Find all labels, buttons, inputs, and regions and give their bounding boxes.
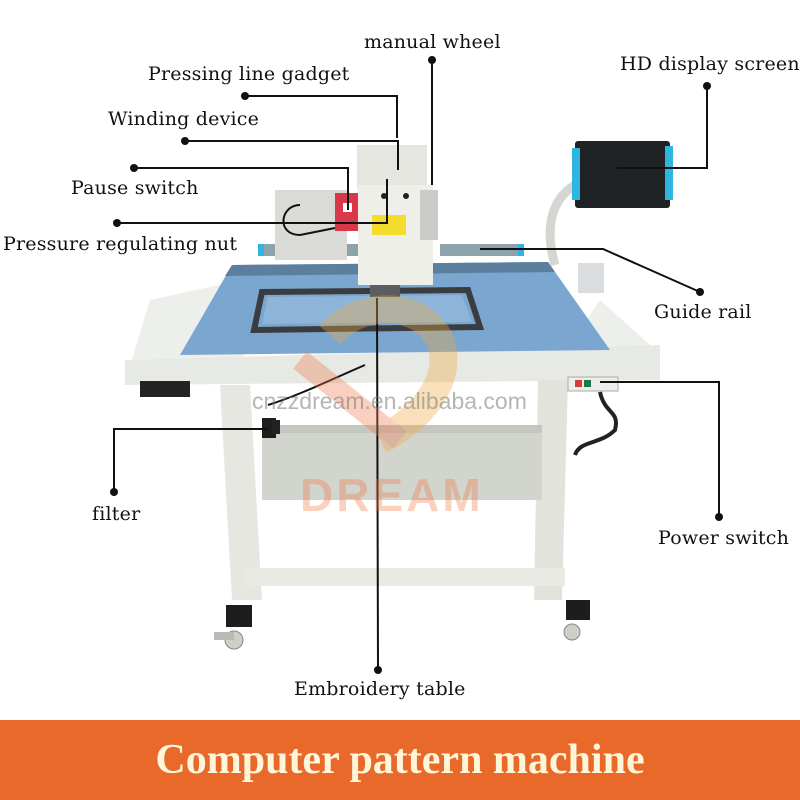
callout-pressing-line-gadget: Pressing line gadget: [148, 63, 350, 85]
title-banner: Computer pattern machine: [0, 720, 800, 800]
banner-title: Computer pattern machine: [155, 737, 645, 783]
callout-power-switch: Power switch: [658, 527, 790, 549]
callout-embroidery-table: Embroidery table: [294, 678, 466, 700]
callout-winding-device: Winding device: [108, 108, 260, 130]
leader-lines: [113, 60, 720, 671]
callout-filter: filter: [92, 503, 141, 525]
callout-manual-wheel: manual wheel: [364, 31, 501, 53]
sewing-head: [275, 145, 438, 297]
watermark-url: cnzzdream.en.alibaba.com: [252, 388, 527, 414]
display-screen-visual: [545, 141, 673, 293]
callout-pause-switch: Pause switch: [71, 177, 199, 199]
watermark-logo-icon: [293, 295, 458, 453]
callout-hd-display-screen: HD display screen: [620, 53, 800, 75]
watermark-brand: DREAM: [300, 469, 484, 521]
table-frame: [125, 282, 660, 650]
callout-pressure-regulating-nut: Pressure regulating nut: [3, 233, 238, 255]
leader-dots: [110, 56, 723, 674]
filter-visual: [262, 364, 366, 438]
callout-guide-rail: Guide rail: [654, 301, 752, 323]
